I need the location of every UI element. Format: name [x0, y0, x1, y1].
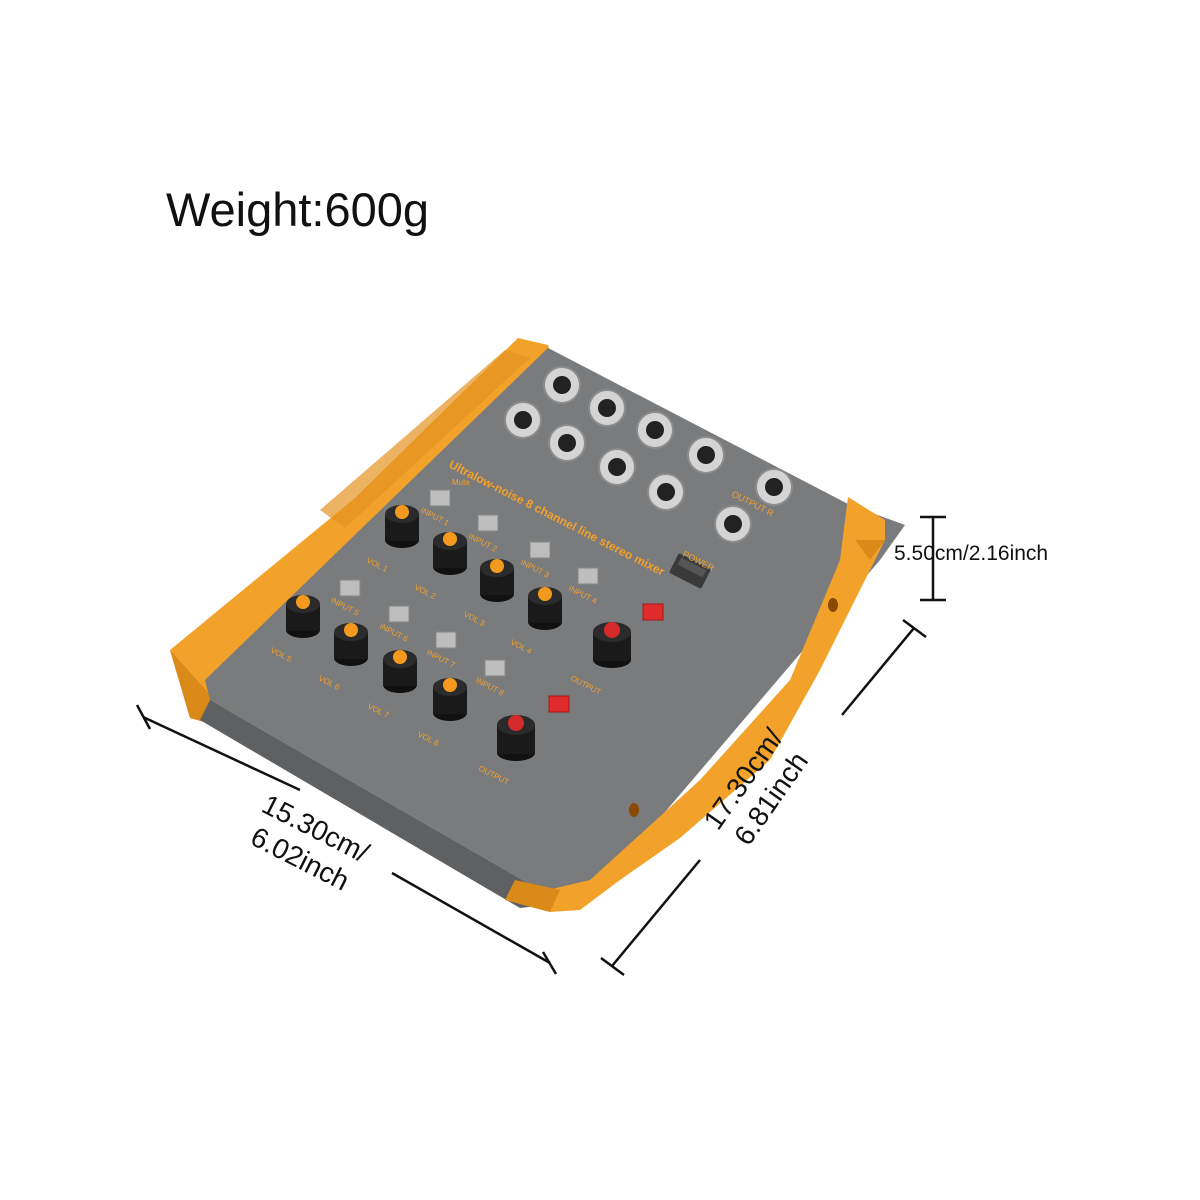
- knob: [385, 505, 419, 548]
- jack: [543, 366, 581, 404]
- right-side-rail: [505, 497, 885, 912]
- knob: [433, 532, 467, 575]
- volume-knobs: [286, 505, 562, 721]
- knob: [480, 559, 514, 602]
- knob: [286, 595, 320, 638]
- jack: [636, 411, 674, 449]
- jack: [588, 389, 626, 427]
- jack: [548, 424, 586, 462]
- height-dimension-line: [920, 515, 946, 602]
- knob: [433, 678, 467, 721]
- jack: [647, 473, 685, 511]
- power-switch: [669, 553, 711, 589]
- jack: [598, 448, 636, 486]
- mute-label: Mute: [452, 478, 470, 487]
- depth-dimension-line: [600, 618, 927, 977]
- height-dimension-label: 5.50cm/2.16inch: [894, 542, 1049, 565]
- red-buttons: [548, 603, 664, 713]
- knob: [593, 622, 631, 668]
- weight-title: Weight:600g: [166, 183, 430, 236]
- output-knobs: [497, 622, 631, 761]
- knob: [528, 587, 562, 630]
- knob: [334, 623, 368, 666]
- input-jacks: [504, 366, 793, 543]
- jack: [714, 505, 752, 543]
- mute-buttons: [339, 489, 599, 677]
- jack: [504, 401, 542, 439]
- width-dimension-line: [135, 704, 558, 975]
- knob: [497, 715, 535, 761]
- knob: [383, 650, 417, 693]
- jack: [755, 468, 793, 506]
- jack: [687, 436, 725, 474]
